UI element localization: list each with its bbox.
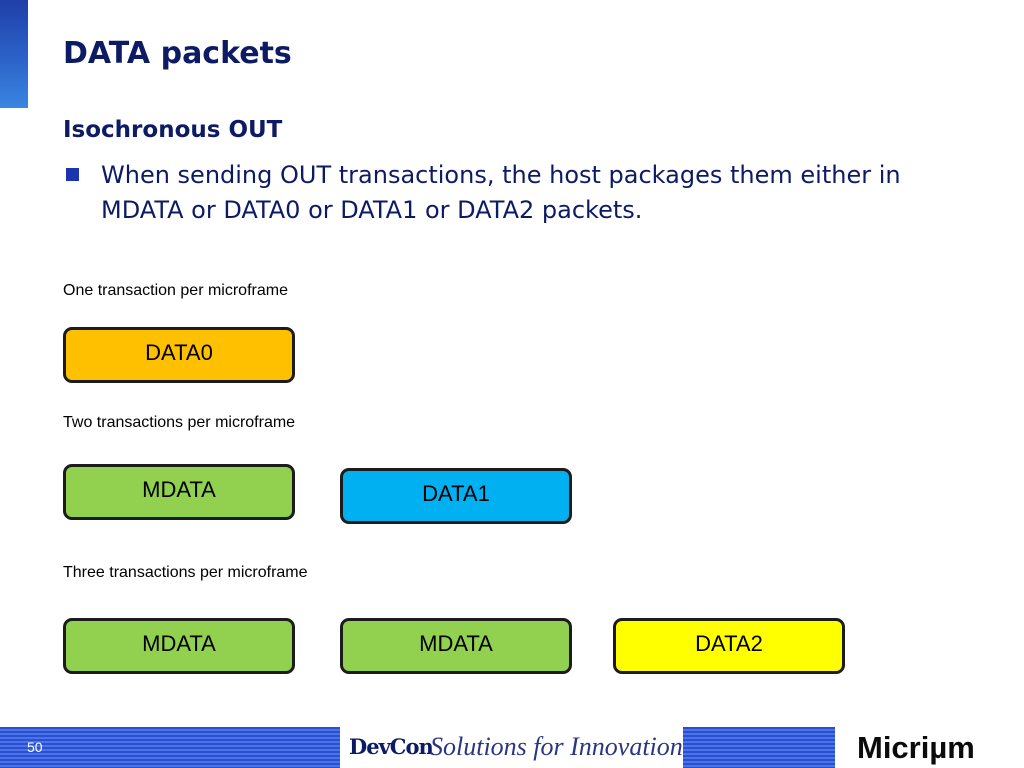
- packet-data0: DATA0: [63, 327, 295, 383]
- packet-data1: DATA1: [340, 468, 572, 524]
- slide-title: DATA packets: [63, 36, 292, 71]
- slide-footer: 50 DevCon Solutions for Innovation Micri…: [0, 727, 1024, 768]
- row-label-three-transactions: Three transactions per microframe: [63, 564, 308, 581]
- micrium-logo: Micriµm: [857, 730, 975, 765]
- packet-mdata: MDATA: [340, 618, 572, 674]
- packet-mdata: MDATA: [63, 618, 295, 674]
- page-number: 50: [27, 739, 43, 755]
- devcon-logo: DevCon: [349, 734, 434, 759]
- packet-data2: DATA2: [613, 618, 845, 674]
- footer-stripes: [0, 727, 340, 768]
- square-bullet-icon: [66, 168, 79, 181]
- footer-stripes: [683, 727, 835, 768]
- row-label-one-transaction: One transaction per microframe: [63, 282, 288, 299]
- bullet-item: When sending OUT transactions, the host …: [66, 158, 946, 228]
- section-heading: Isochronous OUT: [63, 117, 283, 143]
- footer-slogan: Solutions for Innovation: [430, 732, 683, 761]
- packet-mdata: MDATA: [63, 464, 295, 520]
- bullet-text: When sending OUT transactions, the host …: [101, 161, 901, 224]
- title-accent-bar: [0, 0, 28, 108]
- row-label-two-transactions: Two transactions per microframe: [63, 414, 296, 431]
